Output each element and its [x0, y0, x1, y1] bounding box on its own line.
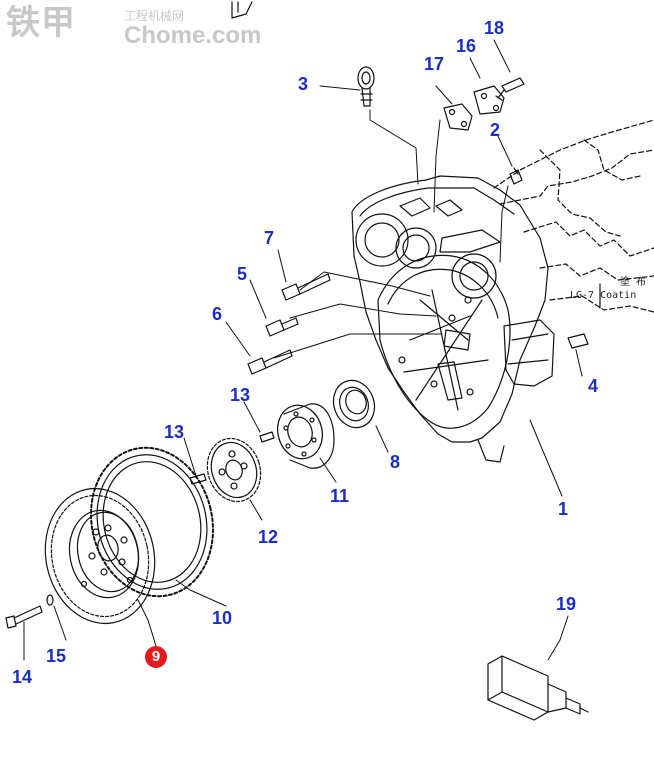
- bolt-part-13-upper: [260, 432, 274, 442]
- bolt-part-14: [6, 606, 42, 628]
- callout-11: 11: [330, 486, 350, 506]
- callout-1: 1: [558, 499, 569, 519]
- watermark-site-cn: 工程机械网: [124, 9, 185, 23]
- bolt-part-18: [496, 78, 524, 100]
- callout-4: 4: [588, 376, 599, 396]
- callout-7: 7: [264, 228, 275, 248]
- eye-bolt-part-3: [358, 67, 374, 106]
- gasket-part-17: [444, 104, 472, 130]
- tool-part-19: [488, 656, 588, 720]
- hub-part-11: [272, 400, 334, 468]
- plug-part-2: [510, 168, 522, 184]
- callout-12: 12: [258, 527, 279, 547]
- bolt-part-7: [282, 274, 330, 300]
- bolt-part-5: [266, 318, 298, 336]
- callout-2: 2: [490, 120, 501, 140]
- callout-17: 17: [424, 54, 445, 74]
- callout-13-upper: 13: [230, 385, 251, 405]
- flywheel-part-9: [33, 478, 167, 633]
- callout-5: 5: [237, 264, 248, 284]
- oil-seal-part-8: [327, 375, 381, 434]
- watermark-domain: Chome.com: [124, 22, 262, 49]
- callout-19: 19: [556, 594, 577, 614]
- callout-9-highlighted: 9: [145, 646, 167, 668]
- coating-note-code: LG-7 Coatin: [570, 290, 637, 301]
- callout-16: 16: [456, 36, 477, 56]
- callout-8: 8: [390, 452, 401, 472]
- dowel-pin-part-4: [568, 334, 588, 348]
- callout-10: 10: [212, 608, 233, 628]
- bolt-part-6: [248, 350, 292, 374]
- watermark-brand: 铁甲: [6, 4, 76, 42]
- watermark: 铁甲 工程机械网 Chome.com: [6, 4, 261, 48]
- callout-13-lower: 13: [164, 422, 185, 442]
- gear-part-12: [199, 432, 268, 509]
- callout-14: 14: [12, 667, 33, 687]
- washer-part-15: [47, 595, 53, 605]
- callout-6: 6: [212, 304, 223, 324]
- ring-gear-part-10: [76, 435, 229, 610]
- callout-15: 15: [46, 646, 67, 666]
- cover-plate-part-16: [474, 86, 504, 114]
- top-stub-part: [232, 2, 252, 18]
- callout-18: 18: [484, 18, 505, 38]
- callout-3: 3: [298, 74, 309, 94]
- flywheel-housing-part: [352, 120, 654, 462]
- coating-note-chinese: 塗 布: [620, 277, 647, 288]
